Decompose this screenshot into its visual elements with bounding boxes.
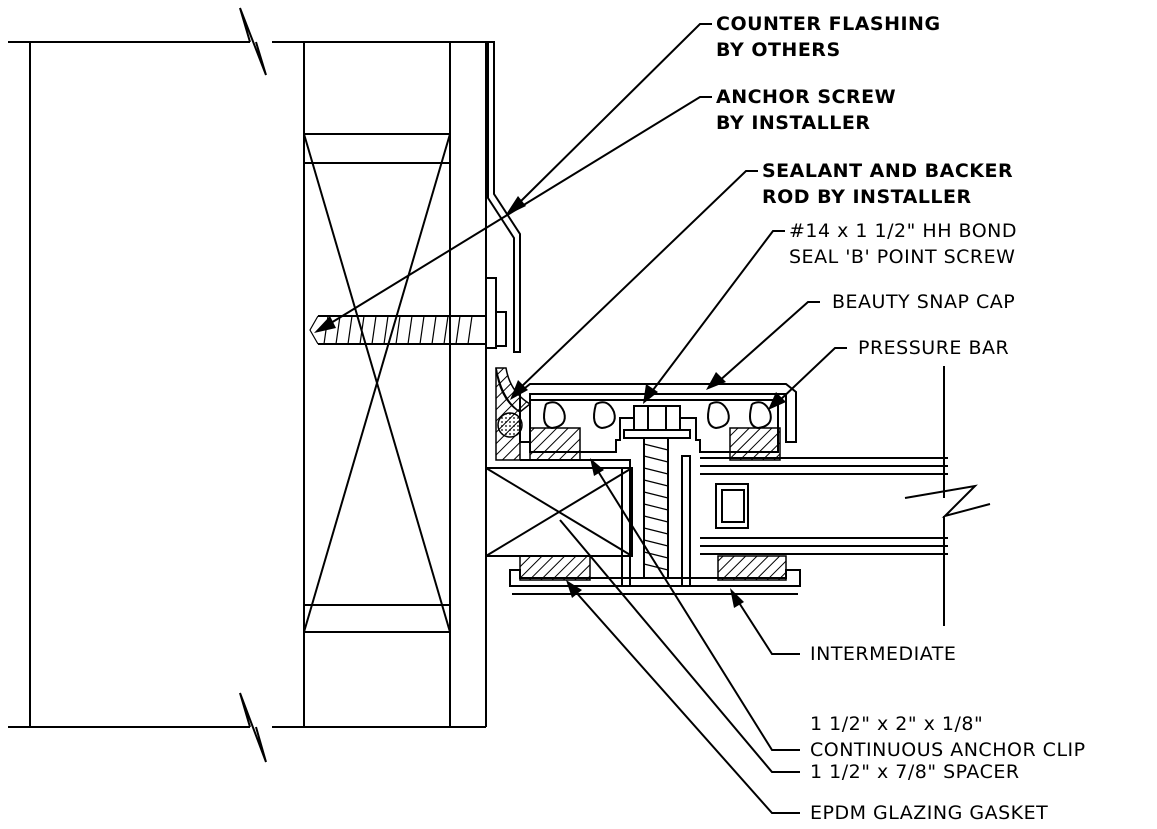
label-anchor-clip-line2: CONTINUOUS ANCHOR CLIP xyxy=(810,739,1086,761)
glazing-gaskets-bottom xyxy=(519,555,787,581)
label-anchor-screw-line1: ANCHOR SCREW xyxy=(716,86,896,108)
label-counter-flashing: COUNTER FLASHING BY OTHERS xyxy=(716,13,941,61)
label-anchor-clip: 1 1/2" x 2" x 1/8" CONTINUOUS ANCHOR CLI… xyxy=(810,713,1086,761)
hh-bond-seal-screw xyxy=(623,405,691,579)
label-sealant-line2: ROD BY INSTALLER xyxy=(762,186,972,208)
wall-assembly xyxy=(8,7,494,763)
label-anchor-clip-line1: 1 1/2" x 2" x 1/8" xyxy=(810,713,983,735)
label-hh-screw-line1: #14 x 1 1/2" HH BOND xyxy=(789,220,1017,242)
glazing-gaskets-top xyxy=(529,427,781,461)
label-anchor-screw: ANCHOR SCREW BY INSTALLER xyxy=(716,86,896,134)
leader-lines xyxy=(314,23,847,814)
spacer xyxy=(485,467,633,557)
label-gasket-line1: EPDM GLAZING GASKET xyxy=(810,802,1048,824)
label-gasket: EPDM GLAZING GASKET xyxy=(810,802,1048,824)
sealant-and-backer-rod xyxy=(495,367,532,461)
label-intermediate: INTERMEDIATE xyxy=(810,643,956,665)
anchor-screw xyxy=(309,277,507,349)
beauty-snap-cap xyxy=(519,383,797,443)
insulated-glass-unit xyxy=(700,366,991,626)
label-intermediate-line1: INTERMEDIATE xyxy=(810,643,956,665)
label-spacer: 1 1/2" x 7/8" SPACER xyxy=(810,761,1020,783)
label-sealant-line1: SEALANT AND BACKER xyxy=(762,160,1013,182)
label-snap-cap-line1: BEAUTY SNAP CAP xyxy=(832,291,1015,313)
label-counter-flashing-line1: COUNTER FLASHING xyxy=(716,13,941,35)
label-pressure-bar: PRESSURE BAR xyxy=(858,337,1009,359)
label-counter-flashing-line2: BY OTHERS xyxy=(716,39,841,61)
counter-flashing xyxy=(486,41,521,353)
label-pressure-bar-line1: PRESSURE BAR xyxy=(858,337,1009,359)
label-hh-screw: #14 x 1 1/2" HH BOND SEAL 'B' POINT SCRE… xyxy=(789,220,1017,268)
label-anchor-screw-line2: BY INSTALLER xyxy=(716,112,870,134)
label-hh-screw-line2: SEAL 'B' POINT SCREW xyxy=(789,246,1015,268)
label-snap-cap: BEAUTY SNAP CAP xyxy=(832,291,1015,313)
label-spacer-line1: 1 1/2" x 7/8" SPACER xyxy=(810,761,1020,783)
label-sealant: SEALANT AND BACKER ROD BY INSTALLER xyxy=(762,160,1013,208)
